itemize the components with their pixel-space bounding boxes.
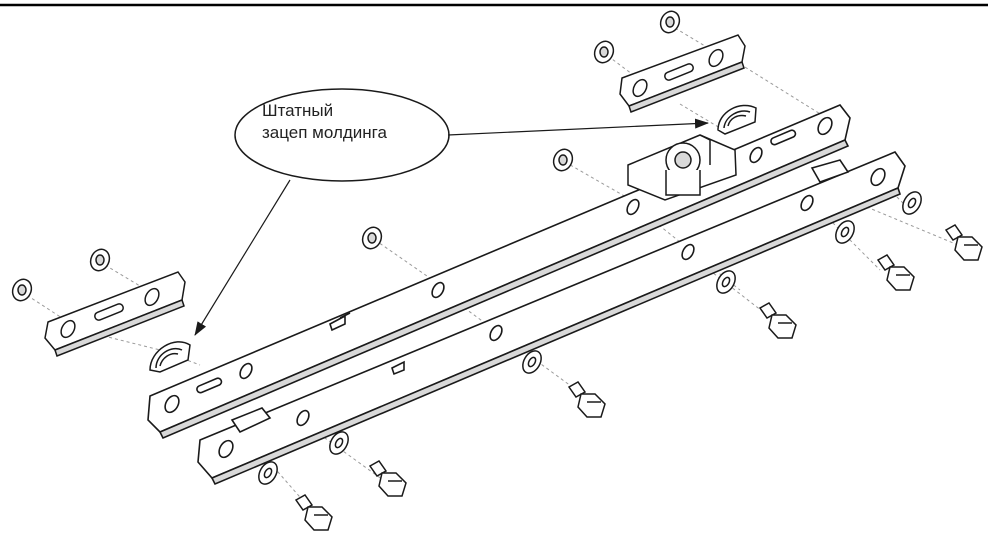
slotted-plate-right — [619, 34, 746, 113]
washer-6 — [902, 191, 922, 215]
washer-4 — [716, 270, 736, 294]
nut-3 — [361, 226, 383, 250]
bolt-4 — [758, 302, 797, 339]
nut-6 — [659, 10, 681, 34]
nut-2 — [89, 248, 111, 272]
center-mechanism — [627, 134, 737, 201]
nut-4 — [552, 148, 574, 172]
bolt-1 — [294, 494, 333, 531]
callout-arrow-rear-hook — [447, 118, 709, 136]
molding-hook-front — [149, 341, 191, 373]
callout-label: Штатный зацеп молдинга — [262, 100, 472, 144]
bolt-3 — [567, 381, 606, 418]
washer-5 — [835, 220, 855, 244]
washer-1 — [258, 461, 278, 485]
hex-nuts — [11, 10, 681, 302]
nut-1 — [11, 278, 33, 302]
callout-arrow-front-hook — [194, 179, 291, 336]
washer-3 — [522, 350, 542, 374]
washers — [258, 191, 922, 485]
washer-2 — [329, 431, 349, 455]
callout-label-line1: Штатный — [262, 101, 334, 120]
bolts — [294, 224, 983, 531]
rear-rail — [197, 151, 906, 486]
nut-5 — [593, 40, 615, 64]
bolt-2 — [368, 460, 407, 497]
bolt-6 — [944, 224, 983, 261]
slotted-plate-left — [44, 271, 186, 357]
bolt-5 — [876, 254, 915, 291]
callout-label-line2: зацеп молдинга — [262, 123, 387, 142]
molding-hook-rear — [717, 104, 757, 135]
